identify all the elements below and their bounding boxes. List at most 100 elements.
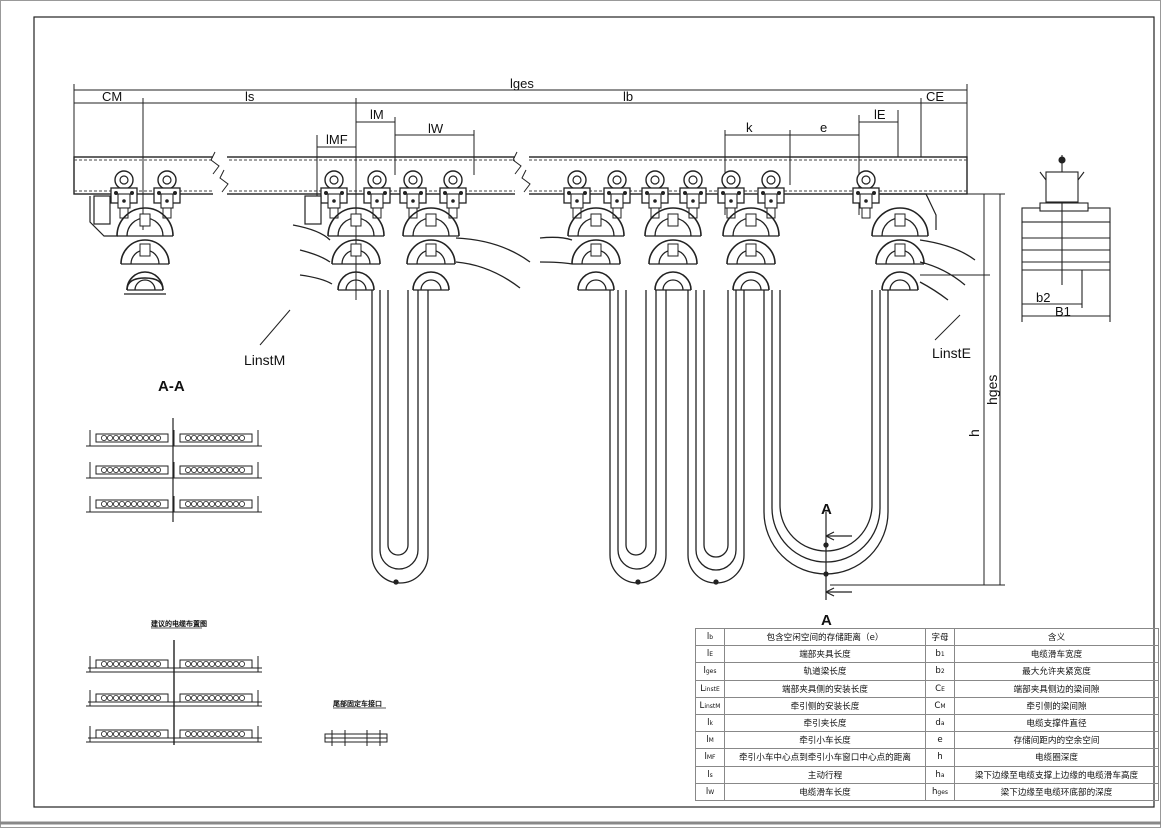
dim-label-ls: ls (245, 89, 255, 104)
legend-description: 牵引侧的梁间隙 (954, 696, 1159, 715)
legend-description: 牵引夹长度 (724, 713, 926, 733)
legend-description: 梁下边缘至电缆支撑上边缘的电缆滑车高度 (954, 765, 1159, 784)
symbol-subscript: E (709, 651, 714, 659)
legend-description: 包含空闲空间的存储距离（e） (724, 627, 926, 647)
drawing-frame (33, 16, 1155, 808)
legend-symbol: CE (925, 679, 955, 698)
symbol-letter: l (705, 786, 709, 797)
legend-description: 主动行程 (724, 765, 926, 784)
symbol-subscript: a (940, 771, 945, 779)
label-b2: b2 (1036, 290, 1050, 305)
symbol-letter: e (937, 735, 943, 746)
symbol-subscript: a (940, 720, 945, 728)
symbol-letter: L (700, 683, 706, 694)
end-clamp-sketch (324, 730, 388, 746)
symbol-letter: b (935, 649, 941, 660)
symbol-letter: l (707, 718, 710, 729)
symbol-subscript: W (708, 788, 715, 796)
legend-symbol: h (925, 748, 955, 767)
dim-label-lw: lW (428, 121, 444, 136)
label-b1: B1 (1055, 304, 1071, 319)
legend-description: 端部夹具长度 (724, 645, 926, 664)
dim-label-lges: lges (510, 76, 534, 91)
legend-description: 牵引小车长度 (724, 731, 926, 750)
symbol-subscript: MF (706, 754, 716, 762)
symbol-letter: l (706, 649, 710, 660)
legend-symbol: hges (925, 782, 955, 801)
legend-header-symbol: 字母 (925, 627, 955, 647)
cable-loops (292, 224, 976, 585)
end-clamp-sketch-title: 尾部固定车接口 (332, 699, 382, 708)
cable-trolleys-group-1 (304, 170, 467, 291)
label-hges: hges (984, 375, 1000, 405)
legend-symbol: lMF (695, 748, 725, 767)
layout-sketch (85, 640, 263, 745)
symbol-letter: h (935, 769, 941, 780)
label-h: h (966, 429, 982, 437)
dim-label-cm: CM (102, 89, 122, 104)
legend-description: 牵引小车中心点到牵引小车窗口中心点的距离 (724, 748, 926, 767)
legend-symbol: lM (695, 731, 725, 750)
legend-symbol: lE (695, 645, 725, 664)
legend-symbol: b2 (925, 662, 955, 681)
symbol-letter: l (707, 769, 710, 780)
dim-label-lmf: lMF (326, 132, 348, 147)
legend-description: 电缆滑车长度 (724, 782, 926, 801)
legend-symbol: LinstM (695, 696, 725, 715)
symbol-subscript: b (709, 634, 714, 642)
height-dimensions (830, 193, 1005, 586)
legend-description: 轨道梁长度 (724, 662, 926, 681)
side-view (1021, 155, 1111, 322)
dim-label-ce: CE (926, 89, 944, 104)
legend-symbol: lW (695, 782, 725, 801)
end-clamp-trolley (852, 170, 937, 291)
legend-symbol: da (925, 713, 955, 733)
legend-description: 端部夹具侧边的梁间隙 (954, 679, 1159, 698)
symbol-letter: h (937, 752, 943, 763)
symbol-subscript: 1 (940, 651, 945, 659)
dim-label-lm: lM (370, 107, 384, 122)
legend-symbol: e (925, 731, 955, 750)
label-l-inst-e: LinstE (932, 345, 971, 361)
symbol-letter: C (935, 683, 942, 694)
legend-description: 电缆支撑件直径 (954, 713, 1159, 733)
legend-symbol: CM (925, 696, 955, 715)
symbol-letter: b (935, 666, 941, 677)
legend-symbol: lb (695, 627, 725, 647)
legend-description: 梁下边缘至电缆环底部的深度 (954, 782, 1159, 801)
legend-description: 牵引侧的安装长度 (724, 696, 926, 715)
section-a-a-detail (85, 418, 263, 522)
dim-label-e: e (820, 120, 827, 135)
symbol-letter: l (703, 666, 706, 677)
symbol-subscript: E (941, 685, 945, 693)
legend-symbol: lges (695, 662, 725, 681)
label-l-inst-m: LinstM (244, 352, 285, 368)
section-title: A-A (158, 378, 185, 395)
legend-symbol: lk (695, 713, 725, 733)
legend-description: 电缆圈深度 (954, 748, 1159, 767)
legend-description: 存储间距内的空余空间 (954, 731, 1159, 750)
section-marker-a-bottom: A (821, 612, 832, 629)
symbol-subscript: s (709, 771, 713, 779)
dim-label-lb: lb (623, 89, 633, 104)
symbol-letter: l (706, 735, 709, 746)
symbol-subscript: instM (704, 702, 721, 710)
symbol-letter: L (699, 700, 705, 711)
symbol-subscript: ges (937, 788, 949, 796)
dim-label-le: lE (874, 107, 886, 122)
symbol-subscript: instE (705, 685, 720, 693)
layout-sketch-title: 建议的电缆布置图 (151, 619, 207, 628)
symbol-letter: l (704, 752, 707, 763)
symbol-letter: l (706, 632, 710, 643)
legend-symbol: ha (925, 765, 955, 784)
symbol-letter: C (934, 700, 941, 711)
legend-symbol: ls (695, 765, 725, 784)
